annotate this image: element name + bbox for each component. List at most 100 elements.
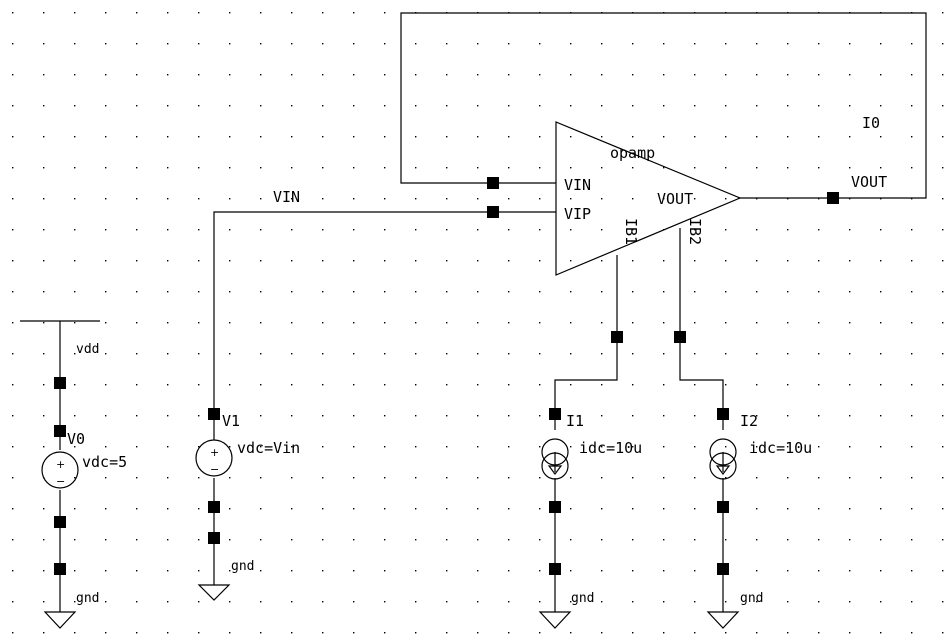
grid-dot [446, 384, 448, 386]
grid-dot [353, 74, 355, 76]
grid-dot [322, 229, 324, 231]
grid-dot [198, 632, 200, 634]
grid-dot [198, 105, 200, 107]
grid-dot [725, 353, 727, 355]
gnd-v0-icon[interactable] [43, 611, 77, 629]
opamp-symbol[interactable]: I0 opamp VIN VIP VOUT IB1 IB2 [555, 114, 880, 276]
grid-dot [725, 260, 727, 262]
grid-dot [291, 167, 293, 169]
grid-dot [601, 632, 603, 634]
grid-dot [322, 570, 324, 572]
grid-dot [632, 539, 634, 541]
grid-dot [508, 446, 510, 448]
grid-dot [229, 446, 231, 448]
pin-opamp-vip[interactable] [487, 206, 499, 218]
grid-dot [74, 446, 76, 448]
pin-v0-top-2[interactable] [54, 425, 66, 437]
source-v1[interactable]: + − V1 vdc=Vin gnd [195, 412, 300, 574]
pin-i1-bottom-1[interactable] [549, 501, 561, 513]
pin-opamp-vout[interactable] [827, 192, 839, 204]
grid-dot [477, 167, 479, 169]
grid-dot [632, 43, 634, 45]
grid-dot [663, 167, 665, 169]
grid-dot [570, 105, 572, 107]
gnd-i2-icon[interactable] [706, 611, 740, 629]
grid-dot [105, 136, 107, 138]
pin-i2-top[interactable] [717, 408, 729, 420]
grid-dot [477, 43, 479, 45]
source-v0[interactable]: + − V0 vdc=5 gnd [41, 430, 127, 606]
net-label-vin: VIN [273, 188, 300, 206]
grid-dot [942, 601, 944, 603]
pin-v1-top[interactable] [208, 408, 220, 420]
wire-ib1[interactable] [554, 255, 618, 430]
pin-v0-top-1[interactable] [54, 377, 66, 389]
grid-dot [477, 74, 479, 76]
grid-dot [787, 632, 789, 634]
pin-i2-bottom-2[interactable] [717, 563, 729, 575]
grid-dot [384, 477, 386, 479]
grid-dot [136, 477, 138, 479]
grid-dot [260, 415, 262, 417]
grid-dot [477, 446, 479, 448]
grid-dot [446, 632, 448, 634]
grid-dot [477, 632, 479, 634]
wire-feedback[interactable] [400, 12, 927, 199]
grid-dot [849, 570, 851, 572]
grid-dot [322, 12, 324, 14]
pin-v0-bottom-2[interactable] [54, 563, 66, 575]
grid-dot [136, 43, 138, 45]
grid-dot [601, 446, 603, 448]
pin-i1-top[interactable] [549, 408, 561, 420]
i2-param: idc=10u [749, 439, 812, 457]
grid-dot [570, 570, 572, 572]
grid-dot [942, 632, 944, 634]
grid-dot [74, 415, 76, 417]
grid-dot [663, 508, 665, 510]
pin-v1-bottom-1[interactable] [208, 501, 220, 513]
pin-opamp-ib1[interactable] [611, 331, 623, 343]
grid-dot [198, 43, 200, 45]
wire-vin[interactable] [213, 211, 556, 414]
grid-dot [74, 384, 76, 386]
source-i2[interactable]: I2 idc=10u gnd [709, 412, 812, 606]
grid-dot [167, 43, 169, 45]
grid-dot [198, 229, 200, 231]
grid-dot [384, 198, 386, 200]
grid-dot [725, 601, 727, 603]
source-i1[interactable]: I1 idc=10u gnd [541, 412, 642, 606]
grid-dot [105, 353, 107, 355]
pin-i1-bottom-2[interactable] [549, 563, 561, 575]
pin-opamp-ib2[interactable] [674, 331, 686, 343]
wire-ib2[interactable] [679, 228, 724, 430]
grid-dot [477, 353, 479, 355]
pin-i2-bottom-1[interactable] [717, 501, 729, 513]
pin-opamp-vin[interactable] [487, 177, 499, 189]
i1-param: idc=10u [579, 439, 642, 457]
grid-dot [663, 477, 665, 479]
pin-v1-bottom-2[interactable] [208, 532, 220, 544]
grid-dot [570, 43, 572, 45]
grid-dot [198, 198, 200, 200]
grid-dot [74, 601, 76, 603]
grid-dot [415, 167, 417, 169]
grid-dot [446, 446, 448, 448]
grid-dot [384, 446, 386, 448]
grid-dot [725, 105, 727, 107]
opamp-triangle[interactable] [555, 121, 742, 276]
grid-dot [880, 446, 882, 448]
grid-dot [632, 384, 634, 386]
grid-dot [477, 136, 479, 138]
grid-dot [849, 43, 851, 45]
grid-dot [539, 74, 541, 76]
pin-v0-bottom-1[interactable] [54, 516, 66, 528]
opamp-cell-label: opamp [610, 144, 655, 162]
v0-symbol[interactable] [41, 451, 79, 489]
gnd-i1-icon[interactable] [538, 611, 572, 629]
grid-dot [167, 12, 169, 14]
grid-dot [570, 353, 572, 355]
gnd-v1-icon[interactable] [197, 584, 231, 601]
grid-dot [415, 291, 417, 293]
grid-dot [446, 477, 448, 479]
grid-dot [167, 384, 169, 386]
